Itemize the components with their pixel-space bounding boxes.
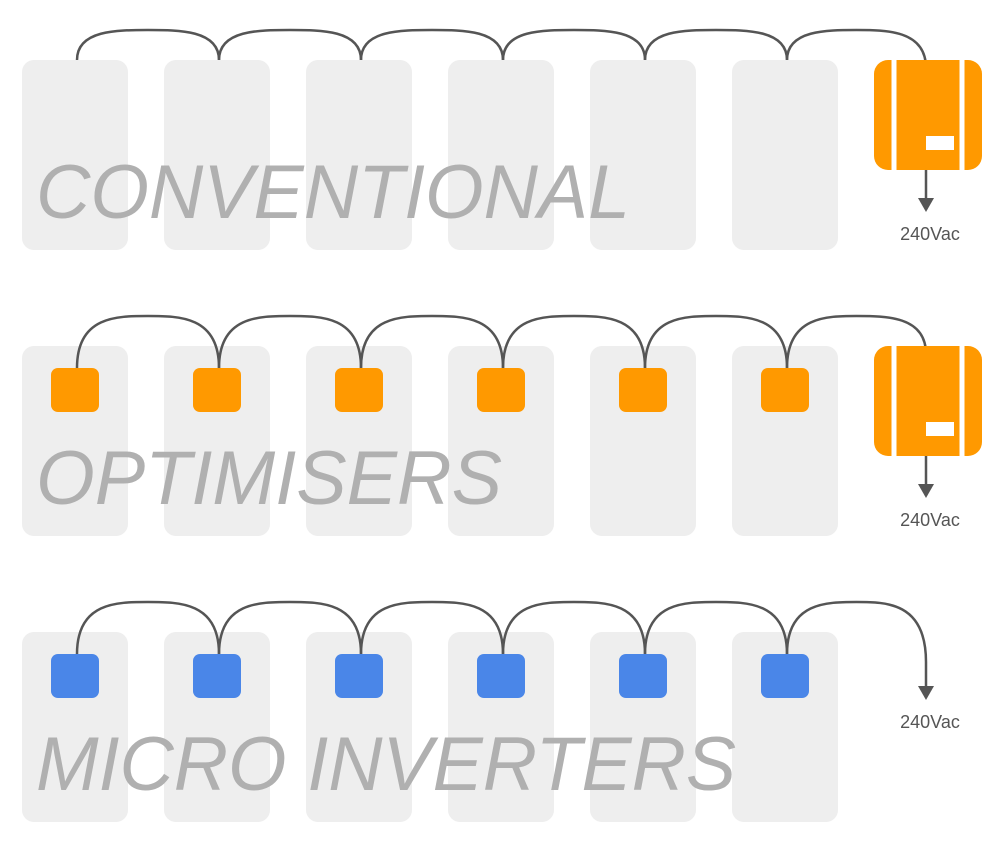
micro-inverter-box: [619, 654, 667, 698]
solar-panel: [306, 60, 412, 250]
wire-segment: [217, 314, 363, 369]
solar-panel: [448, 632, 554, 822]
wire-segment: [359, 28, 505, 61]
arrow-down-icon: [918, 686, 934, 700]
wire-segment: [501, 28, 647, 61]
solar-panel: [164, 60, 270, 250]
ac-output-label: 240Vac: [900, 510, 960, 530]
wire-segment: [643, 314, 789, 369]
wire-segment: [785, 314, 928, 369]
row-label: CONVENTIONAL: [36, 150, 630, 235]
wire-segment: [75, 314, 221, 369]
ac-output-label: 240Vac: [900, 224, 960, 244]
row-label: OPTIMISERS: [36, 436, 502, 521]
row-optimisers: 240Vac OPTIMISERS: [22, 314, 982, 536]
wire-segment: [643, 28, 789, 61]
string-inverter: [874, 346, 982, 456]
solar-panel: [590, 346, 696, 536]
wire-segment: [501, 314, 647, 369]
solar-panel: [306, 346, 412, 536]
micro-inverter-box: [335, 654, 383, 698]
wire-segment: [359, 314, 505, 369]
wire-segment: [501, 600, 647, 655]
optimiser-box: [619, 368, 667, 412]
solar-panel: [732, 60, 838, 250]
solar-panel: [22, 60, 128, 250]
micro-inverter-box: [761, 654, 809, 698]
arrow-down-icon: [918, 198, 934, 212]
solar-panel: [448, 346, 554, 536]
wire-segment: [785, 600, 928, 663]
wire-segment: [643, 600, 789, 655]
solar-panel: [590, 60, 696, 250]
solar-panel: [22, 346, 128, 536]
solar-panel: [590, 632, 696, 822]
solar-panel: [164, 632, 270, 822]
solar-panel: [164, 346, 270, 536]
micro-inverter-box: [477, 654, 525, 698]
optimiser-box: [477, 368, 525, 412]
micro-inverter-box: [193, 654, 241, 698]
wire-segment: [217, 28, 363, 61]
micro-inverter-box: [51, 654, 99, 698]
arrow-down-icon: [918, 484, 934, 498]
wire-segment: [217, 600, 363, 655]
solar-panel: [22, 632, 128, 822]
solar-panel: [732, 632, 838, 822]
solar-panel: [732, 346, 838, 536]
ac-output-label: 240Vac: [900, 712, 960, 732]
row-conventional: 240Vac CONVENTIONAL: [22, 28, 982, 250]
optimiser-box: [761, 368, 809, 412]
string-inverter: [874, 60, 982, 170]
optimiser-box: [51, 368, 99, 412]
optimiser-box: [335, 368, 383, 412]
solar-panel: [448, 60, 554, 250]
row-label: MICRO INVERTERS: [36, 722, 736, 807]
wire-segment: [785, 28, 928, 69]
solar-panel: [306, 632, 412, 822]
optimiser-box: [193, 368, 241, 412]
wire-segment: [75, 28, 221, 61]
wire-segment: [75, 600, 221, 655]
wire-segment: [359, 600, 505, 655]
